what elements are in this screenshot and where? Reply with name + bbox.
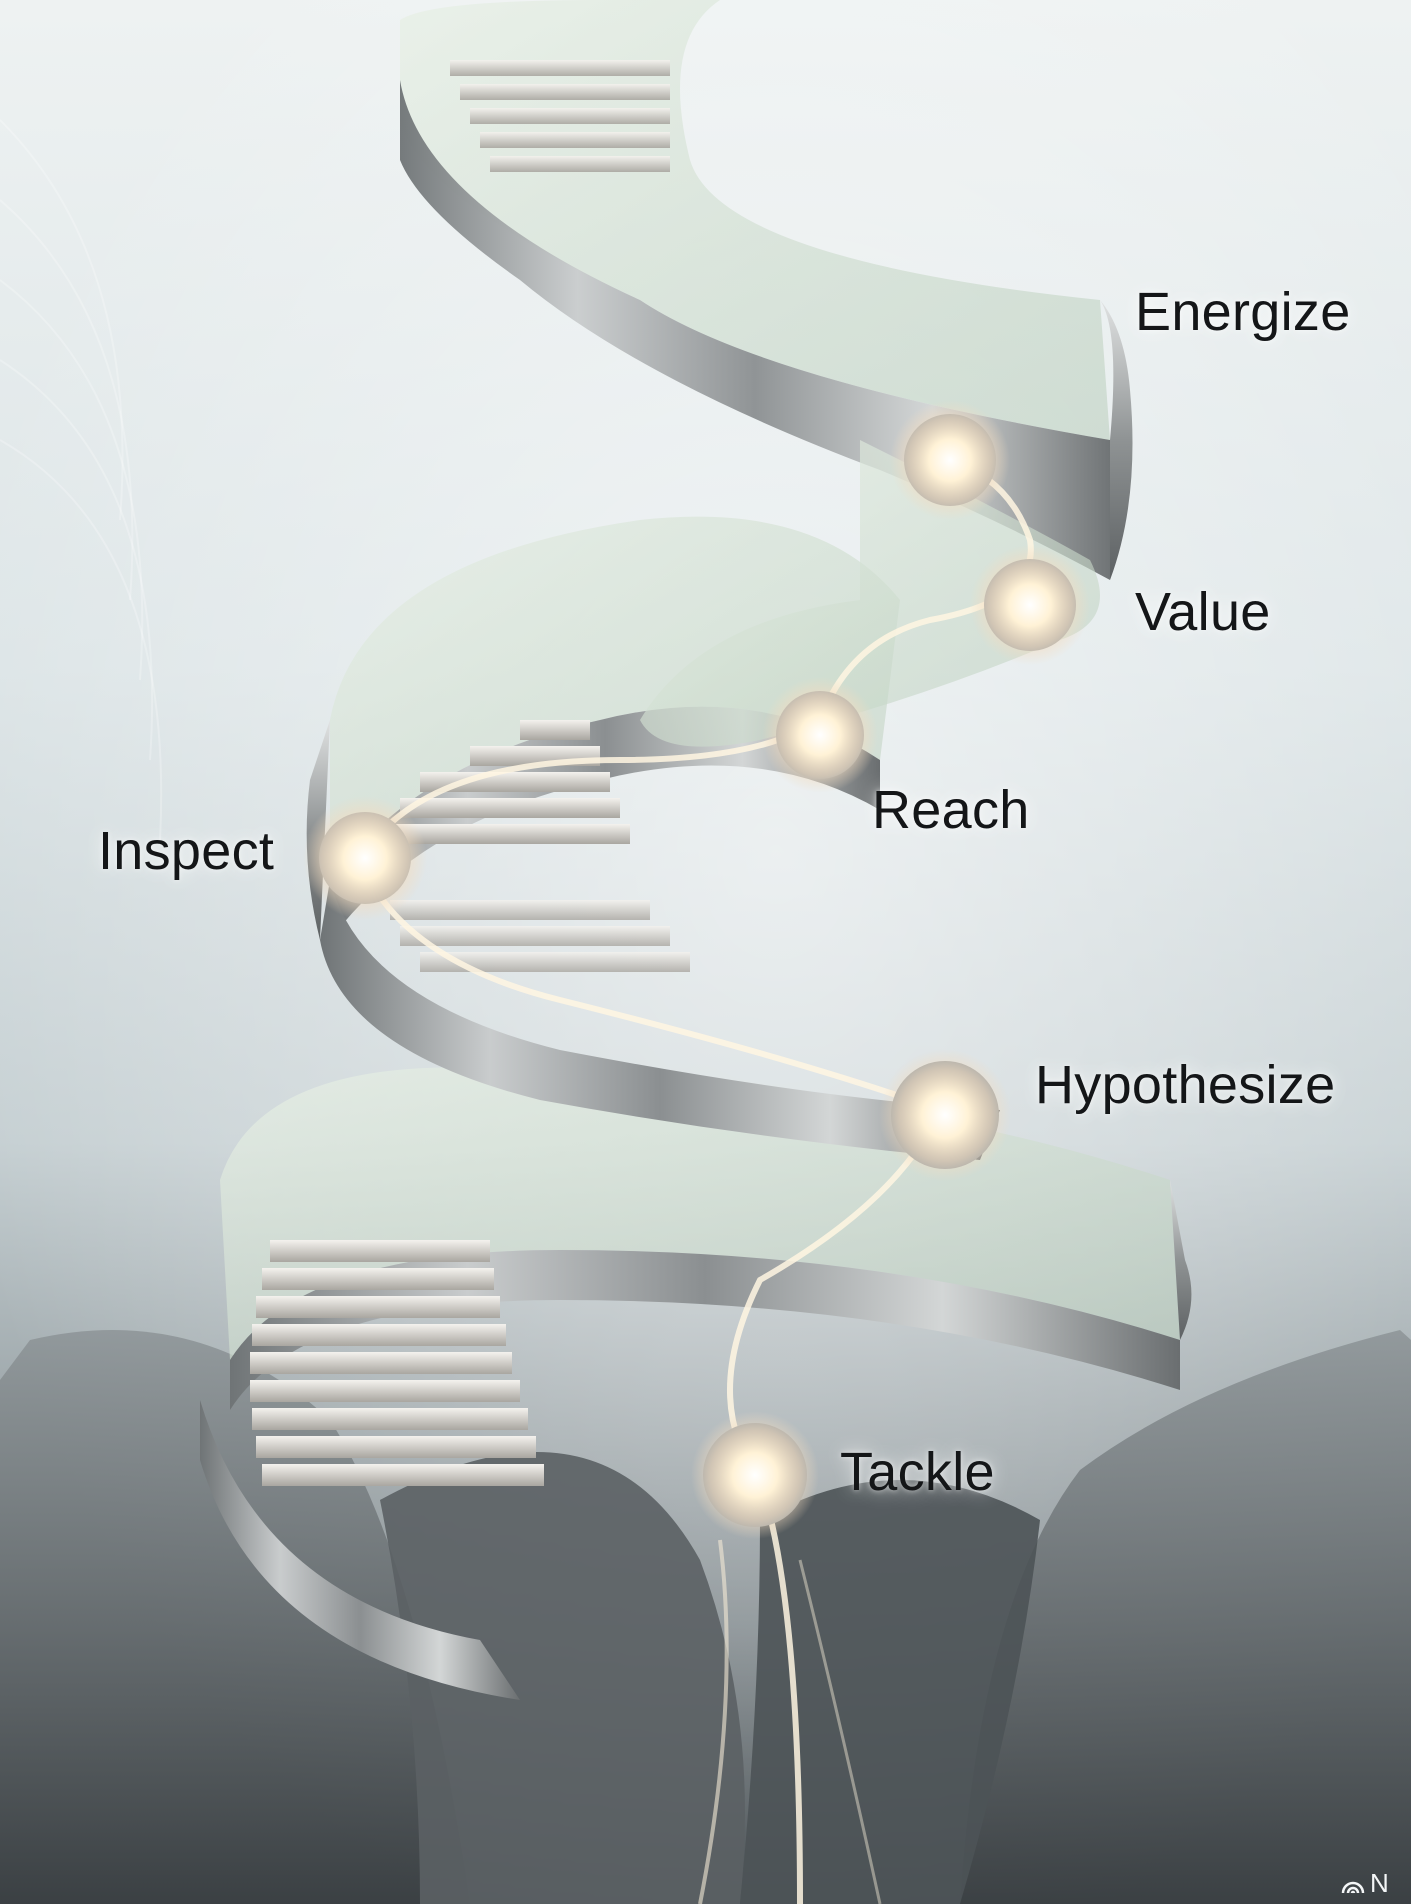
stage-label-energize: Energize <box>1135 285 1351 339</box>
energize-node <box>890 400 1010 520</box>
stage-label-tackle: Tackle <box>840 1445 995 1499</box>
stage-label-inspect: Inspect <box>98 824 274 878</box>
watermark-text: N <box>1370 1868 1389 1899</box>
hypothesize-node <box>879 1049 1011 1181</box>
stage-label-reach: Reach <box>872 783 1030 837</box>
tackle-node <box>691 1411 819 1539</box>
rainbow-arc-icon <box>1340 1871 1366 1897</box>
reach-node <box>762 677 878 793</box>
inspect-node <box>303 796 427 920</box>
value-node <box>970 545 1090 665</box>
stage-label-hypothesize: Hypothesize <box>1035 1058 1335 1112</box>
stage-label-value: Value <box>1135 585 1271 639</box>
watermark: N <box>1340 1868 1389 1899</box>
